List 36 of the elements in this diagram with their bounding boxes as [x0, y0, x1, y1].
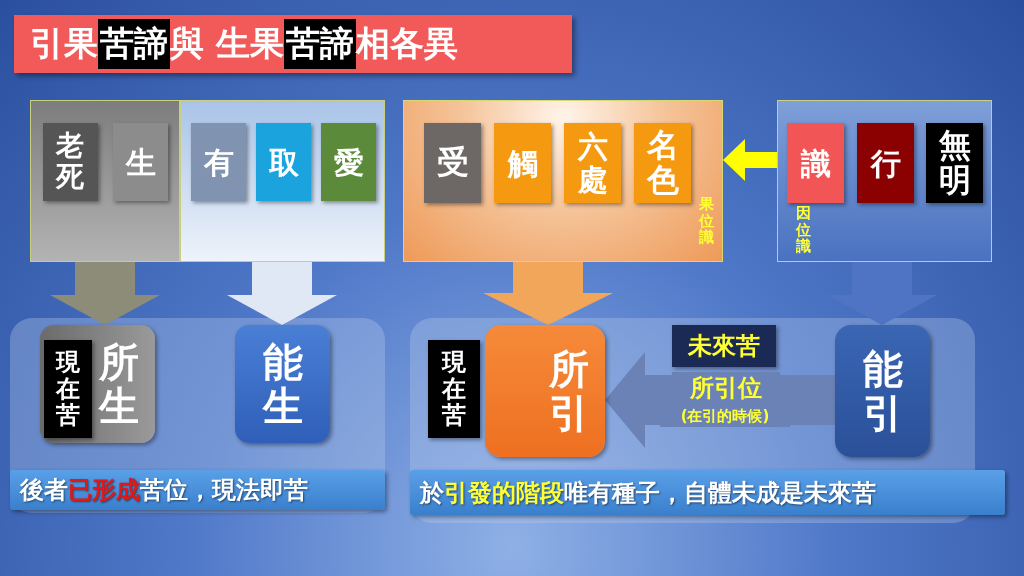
block-arrow: [483, 262, 613, 325]
term-tile: 現在苦: [428, 340, 480, 438]
term-tile: 名色: [634, 123, 691, 203]
term-tile: 受: [424, 123, 481, 203]
term-tile: 無明: [926, 123, 983, 203]
note-text: (在引的時候): [660, 405, 790, 427]
term-tile: 未來苦: [672, 325, 776, 367]
rounded-panel: [10, 318, 385, 513]
term-tile: 六處: [564, 123, 621, 203]
panel: [30, 100, 180, 262]
rounded-tile: 能生: [235, 325, 330, 443]
rounded-tile: 能引: [835, 325, 930, 457]
caption-bar: 後者已形成苦位，現法即苦: [10, 470, 385, 510]
term-tile: 觸: [494, 123, 551, 203]
rounded-tile: [40, 325, 155, 443]
block-arrow: [723, 139, 777, 181]
block-arrow: [827, 262, 937, 325]
block-arrow: [605, 352, 835, 448]
block-arrow: [227, 262, 337, 325]
term-tile: 老死: [43, 123, 98, 201]
panel: [777, 100, 992, 262]
rounded-tile: 所引: [485, 325, 605, 457]
side-note: 因位識: [794, 205, 812, 255]
caption-bar: 於引發的階段唯有種子，自體未成是未來苦: [410, 470, 1005, 515]
panel: [180, 100, 385, 262]
term-tile: 識: [787, 123, 844, 203]
term-tile: 行: [857, 123, 914, 203]
term-tile: 有: [191, 123, 246, 201]
term-tile: 愛: [321, 123, 376, 201]
block-arrow: [50, 262, 160, 325]
term-tile: 現在苦: [44, 340, 92, 438]
panel: [403, 100, 723, 262]
term-tile: 取: [256, 123, 311, 201]
term-tile: 生: [113, 123, 168, 201]
term-text: 所生: [97, 340, 140, 428]
side-note: 果位識: [697, 196, 715, 246]
